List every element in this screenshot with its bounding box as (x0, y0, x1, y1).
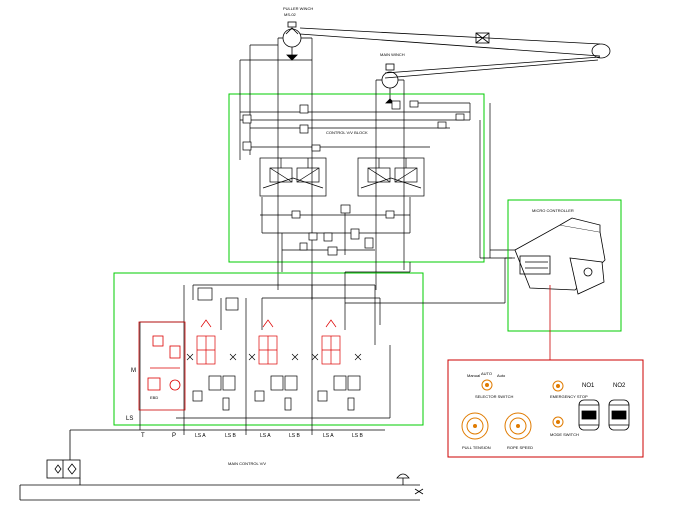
emergency-stop-button (552, 380, 564, 392)
port-label-5: LS A (323, 433, 334, 439)
proportional-valve-left (259, 157, 327, 197)
control-block-zone (228, 93, 485, 263)
m-label: M (131, 368, 136, 374)
panel-emergency-label: EMERGENCY STOP (550, 394, 588, 399)
selector-switch (481, 379, 493, 391)
pull-tension-dial (461, 412, 489, 440)
p-label: P (172, 433, 176, 439)
pump-group-box (138, 321, 186, 411)
panel-knob-right: Auto (497, 373, 506, 378)
micro-controller-zone (507, 199, 622, 332)
micro-controller-label: MICRO CONTROLLER (532, 208, 574, 213)
panel-pull-tension-label: PULL TENSION (462, 445, 491, 450)
pump-relief-symbols (147, 335, 181, 391)
main-control-zone (113, 272, 424, 426)
panel-knob-mid: AUTO (481, 371, 492, 376)
micro-controller-unit (514, 217, 606, 295)
accumulator (396, 473, 424, 495)
ls-left-label: LS (126, 416, 133, 422)
joystick-no2 (608, 399, 630, 431)
main-winch-motor (376, 63, 404, 104)
no1-label: NO1 (582, 383, 595, 389)
joystick-no1 (578, 399, 600, 431)
port-label-6: LS B (352, 433, 364, 439)
filter-unit (46, 459, 81, 479)
puller-winch-code: MS-02 (284, 12, 297, 17)
proportional-valve-right (357, 157, 425, 197)
puller-winch-motor (278, 21, 312, 61)
main-control-label: MAIN CONTROL V/V (228, 461, 266, 466)
t-label: T (141, 433, 145, 439)
panel-mode-label: MODE SWITCH (550, 432, 579, 437)
rope-speed-dial (504, 412, 532, 440)
panel-rope-speed-label: ROPE SPEED (507, 445, 533, 450)
boom-assembly (299, 27, 611, 79)
ebd-label: EBD (150, 395, 158, 400)
mode-switch (552, 416, 564, 428)
supply-lines (19, 429, 420, 501)
main-winch-label: MAIN WINCH (380, 52, 405, 57)
section-valves (186, 287, 362, 411)
port-label-3: LS A (260, 433, 271, 439)
no2-label: NO2 (613, 383, 626, 389)
puller-winch-label: PULLER WINCH (283, 6, 313, 11)
panel-knob-left: Manual (467, 373, 480, 378)
main-control-lines (134, 257, 515, 435)
control-block-label: CONTROL V/V BLOCK (326, 130, 368, 135)
port-label-2: LS B (225, 433, 237, 439)
control-block-fittings (242, 100, 465, 256)
control-block-lines (239, 38, 515, 300)
panel-selector-label: SELECTOR SWITCH (475, 394, 513, 399)
port-label-1: LS A (195, 433, 206, 439)
port-label-4: LS B (289, 433, 301, 439)
operator-panel-zone (447, 359, 644, 458)
